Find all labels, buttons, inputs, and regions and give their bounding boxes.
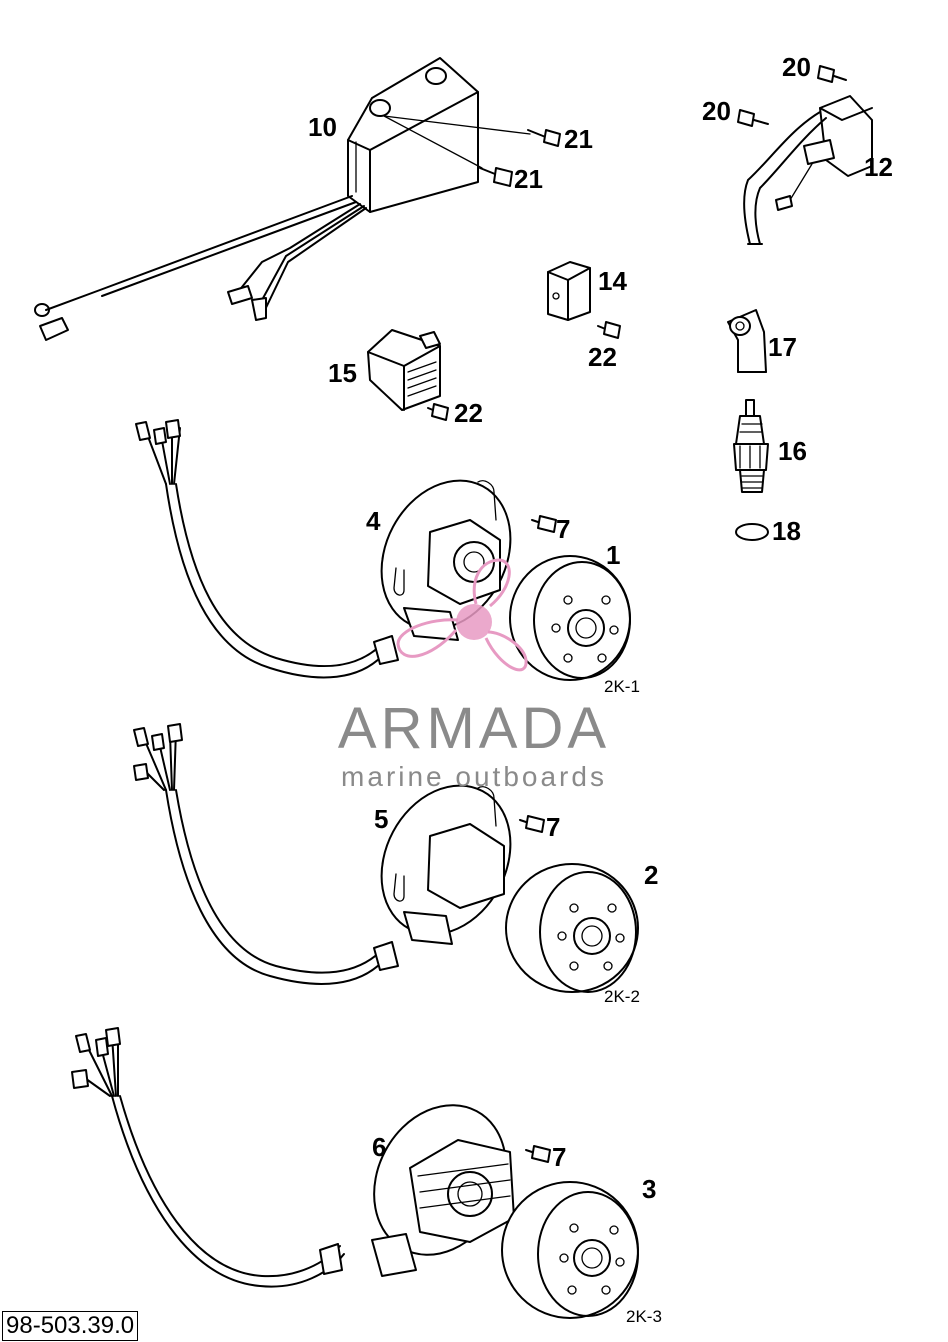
bolt-20-lower: [737, 109, 769, 127]
bolt-7-b: [519, 815, 545, 833]
kit-label-2k2: 2K-2: [604, 987, 640, 1006]
kit-label-2k1: 2K-1: [604, 677, 640, 696]
callout-22-a: 22: [588, 342, 617, 372]
flywheel-3: [501, 1181, 639, 1319]
voltage-regulator: [367, 329, 441, 411]
bolt-20-upper: [817, 65, 847, 83]
callout-4: 4: [366, 506, 381, 536]
callout-15: 15: [328, 358, 357, 388]
stator-4-wiring: [135, 419, 399, 679]
callout-6: 6: [372, 1132, 386, 1162]
leader-line: [383, 115, 483, 169]
o-ring: [735, 523, 769, 541]
watermark-title: ARMADA: [338, 696, 610, 761]
callout-7-c: 7: [552, 1142, 566, 1172]
callout-7-a: 7: [556, 514, 570, 544]
stator-4: [380, 479, 512, 641]
flywheel-2: [505, 863, 639, 993]
bolt-21-upper: [527, 129, 561, 147]
ignition-coil: [743, 95, 873, 245]
stator-5: [380, 784, 512, 945]
bolt-7-a: [531, 515, 557, 533]
watermark-emblem: [396, 558, 528, 672]
callout-20-upper: 20: [782, 52, 811, 82]
callout-21-lower: 21: [514, 164, 543, 194]
leader-line: [383, 115, 531, 135]
stator-6-wiring: [71, 1027, 345, 1288]
callout-10: 10: [308, 112, 337, 142]
callout-1: 1: [606, 540, 620, 570]
part-14-bracket: [547, 261, 591, 321]
callout-22-b: 22: [454, 398, 483, 428]
stator-5-wiring: [133, 723, 399, 985]
callout-14: 14: [598, 266, 627, 296]
callout-2: 2: [644, 860, 658, 890]
reference-number: 98-503.39.0: [2, 1311, 139, 1341]
callout-16: 16: [778, 436, 807, 466]
kit-label-2k3: 2K-3: [626, 1307, 662, 1326]
stator-6: [371, 1104, 515, 1277]
spark-plug-cap: [727, 309, 767, 373]
callout-21-upper: 21: [564, 124, 593, 154]
watermark-subtitle: marine outboards: [341, 761, 607, 792]
cdi-unit: [34, 57, 479, 341]
flywheel-1: [509, 555, 631, 681]
bolt-21-lower: [479, 167, 513, 187]
callout-7-b: 7: [546, 812, 560, 842]
spark-plug: [733, 399, 769, 493]
bolt-7-c: [525, 1145, 551, 1163]
callout-5: 5: [374, 804, 388, 834]
bolt-22-a: [597, 321, 621, 339]
callout-3: 3: [642, 1174, 656, 1204]
callout-18: 18: [772, 516, 801, 546]
callout-17: 17: [768, 332, 797, 362]
bolt-22-b: [427, 403, 449, 421]
callout-20-lower: 20: [702, 96, 731, 126]
callout-12: 12: [864, 152, 893, 182]
